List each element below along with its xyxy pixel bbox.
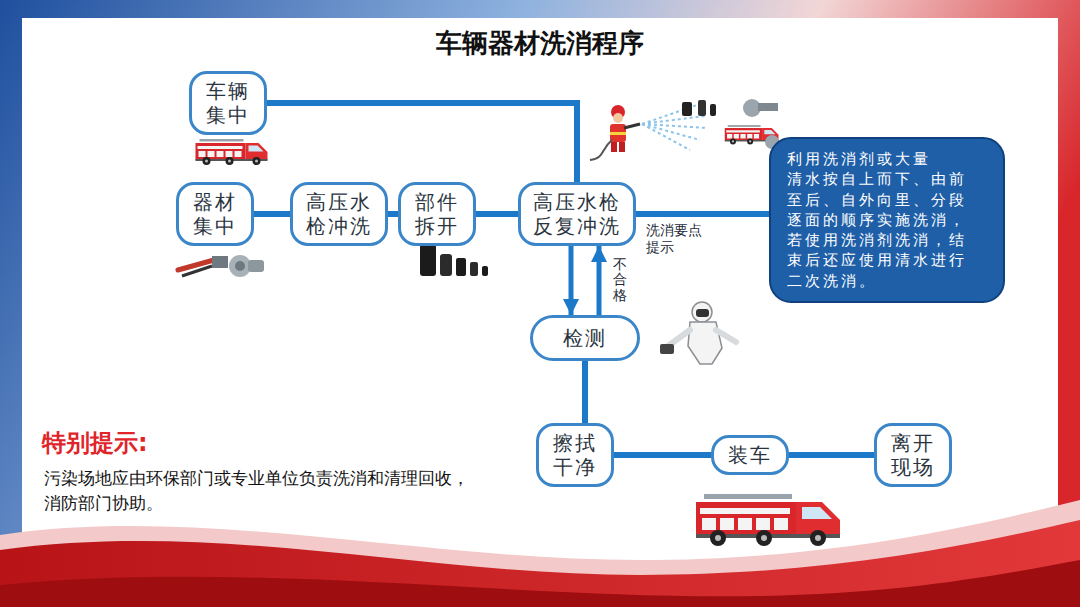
process-box: 检测: [530, 315, 640, 361]
connector-line: [267, 103, 577, 182]
illustration-part: [642, 124, 690, 150]
illustration-part: [610, 124, 626, 142]
illustration-part: [619, 142, 625, 152]
illustration-part: [182, 266, 212, 276]
warning-heading: 特别提示:: [42, 426, 148, 461]
node-text: 高压水 枪冲洗: [303, 190, 375, 238]
node-text: 利用洗消剂或大量 清水按自上而下、由前 至后、自外向里、分段 逐面的顺序实施洗消…: [787, 149, 987, 291]
connector-line: [582, 361, 588, 423]
connector-line: [476, 211, 518, 217]
wave: [0, 560, 1080, 607]
illustration-part: [642, 124, 700, 140]
equipment-icons: [682, 99, 779, 149]
node-text: 擦拭 干净: [549, 431, 601, 479]
node-text: 器材 集中: [189, 190, 241, 238]
edge-label: 洗消要点 提示: [646, 222, 710, 256]
connector-line: [614, 452, 711, 458]
tools-icon: [178, 255, 264, 277]
connector-line: [789, 452, 874, 458]
connector-line: [254, 211, 290, 217]
node-text: 装车: [724, 443, 776, 467]
process-box: 离开 现场: [874, 423, 952, 487]
illustration-part: [716, 330, 736, 342]
illustration-part: [682, 102, 692, 116]
node-text: 检测: [559, 326, 611, 350]
illustration-part: [692, 302, 712, 322]
illustration-part: [590, 140, 612, 160]
illustration-part: [440, 254, 452, 276]
process-box: 车辆 集中: [189, 71, 267, 135]
process-box: 高压水 枪冲洗: [290, 182, 388, 246]
illustration-part: [470, 262, 478, 276]
parts-icon: [420, 244, 488, 276]
illustration-part: [624, 124, 640, 128]
illustration-part: [482, 266, 488, 276]
node-text: 部件 拆开: [411, 190, 463, 238]
illustration-part: [229, 255, 251, 277]
fire-truck: [196, 139, 268, 165]
connector-line: [388, 211, 398, 217]
illustration-part: [696, 309, 709, 317]
illustration-part: [758, 103, 778, 111]
illustration-part: [235, 261, 245, 271]
wave: [0, 500, 1080, 607]
illustration-part: [660, 344, 674, 354]
illustration-part: [212, 256, 228, 268]
illustration-part: [642, 124, 708, 128]
illustration-part: [710, 104, 716, 116]
note-box: 利用洗消剂或大量 清水按自上而下、由前 至后、自外向里、分段 逐面的顺序实施洗消…: [769, 137, 1005, 303]
process-box: 高压水枪 反复冲洗: [518, 182, 636, 246]
node-text: 高压水枪 反复冲洗: [531, 190, 623, 238]
illustration-part: [668, 330, 690, 346]
fire-truck: [696, 494, 840, 546]
title: 车辆器材洗消程序: [0, 26, 1080, 61]
process-box: 擦拭 干净: [536, 423, 614, 487]
illustration-part: [698, 100, 706, 116]
illustration-part: [613, 113, 623, 123]
firefighter: [590, 105, 640, 160]
connector-arrow: [597, 246, 602, 315]
panel: [22, 18, 1058, 598]
illustration-part: [611, 142, 617, 152]
node-text: 车辆 集中: [202, 79, 254, 127]
node-text: 离开 现场: [887, 431, 939, 479]
connector-arrow: [569, 246, 574, 315]
warning-text: 污染场地应由环保部门或专业单位负责洗消和清理回收，消防部门协助。: [44, 466, 484, 515]
illustration-part: [610, 132, 626, 135]
hazmat-worker: [660, 302, 736, 364]
illustration-part: [248, 260, 264, 272]
illustration-part: [642, 116, 705, 124]
process-box: 器材 集中: [176, 182, 254, 246]
process-box: 装车: [711, 435, 789, 475]
connector-line: [636, 211, 769, 217]
edge-label: 不合格: [613, 256, 627, 304]
process-box: 部件 拆开: [398, 182, 476, 246]
illustration-part: [456, 258, 466, 276]
wave: [0, 520, 1080, 607]
illustration-part: [420, 244, 436, 276]
